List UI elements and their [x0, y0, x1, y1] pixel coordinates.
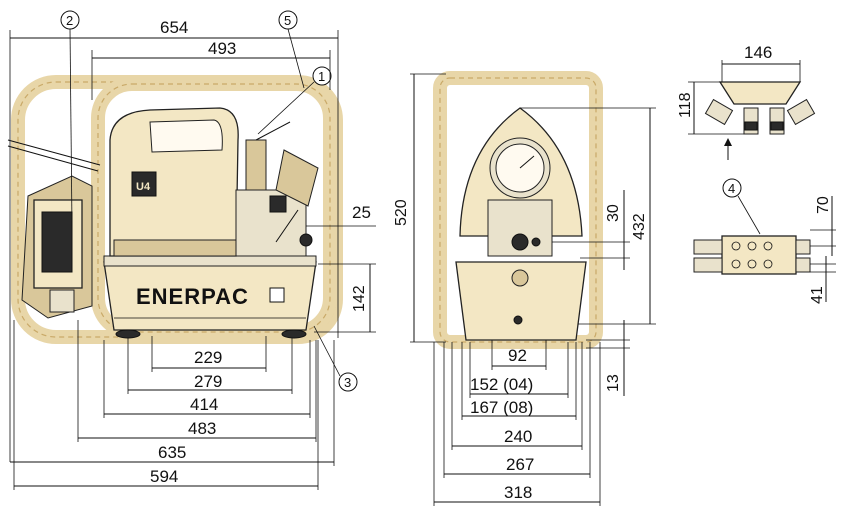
foot-left: [115, 329, 141, 339]
dim-594: 594: [13, 320, 319, 490]
svg-text:13: 13: [605, 374, 622, 392]
dim-146: 146: [721, 43, 801, 82]
svg-text:70: 70: [815, 196, 832, 214]
dim-493: 493: [91, 39, 331, 100]
svg-text:1: 1: [318, 69, 325, 84]
svg-text:92: 92: [508, 346, 527, 365]
svg-text:146: 146: [744, 43, 772, 62]
callout-1: 1: [257, 66, 332, 135]
dim-520: 520: [393, 73, 446, 343]
svg-text:520: 520: [393, 199, 410, 226]
callout-5: 5: [278, 10, 305, 89]
valve-assembly: [235, 121, 319, 257]
callout-2: 2: [60, 10, 80, 227]
svg-text:594: 594: [150, 467, 178, 486]
dim-432: 432: [520, 107, 656, 325]
svg-text:414: 414: [190, 395, 218, 414]
dim-13: 13: [586, 320, 630, 396]
svg-text:432: 432: [631, 213, 648, 240]
manifold-block: [693, 235, 811, 275]
svg-text:118: 118: [677, 92, 694, 118]
dim-635: 635: [10, 340, 335, 466]
dim-240: 240: [451, 342, 583, 450]
svg-text:654: 654: [160, 18, 188, 37]
svg-text:229: 229: [194, 348, 222, 367]
callout-3: 3: [313, 325, 358, 392]
svg-text:2: 2: [66, 13, 73, 28]
dim-267: 267: [443, 342, 591, 478]
svg-text:167 (08): 167 (08): [470, 398, 533, 417]
svg-text:152 (04): 152 (04): [470, 375, 533, 394]
reservoir-tank: [103, 255, 317, 331]
side-view: ENERPAC U4 2: [7, 10, 376, 490]
svg-text:318: 318: [504, 483, 532, 502]
motor-housing: U4: [109, 107, 239, 257]
handle-bar: [7, 139, 101, 166]
dim-142: 142: [314, 263, 376, 333]
dim-229: 229: [151, 336, 267, 372]
callout-4: 4: [722, 138, 761, 235]
svg-text:30: 30: [605, 204, 622, 222]
svg-text:25: 25: [352, 203, 371, 222]
svg-text:240: 240: [504, 427, 532, 446]
svg-text:279: 279: [194, 372, 222, 391]
svg-text:483: 483: [188, 419, 216, 438]
dim-414: 414: [103, 340, 311, 418]
dim-30: 30: [552, 190, 630, 270]
dim-167: 167 (08): [461, 342, 577, 420]
svg-text:41: 41: [809, 286, 826, 304]
pendant-box: [21, 175, 93, 319]
manifold-view: 146 118 4: [677, 43, 836, 304]
front-reservoir: [455, 261, 587, 341]
dim-483: 483: [77, 320, 317, 442]
dim-318: 318: [433, 342, 601, 506]
svg-text:142: 142: [351, 285, 368, 312]
lock-icon: [269, 287, 285, 303]
dim-70: 70: [810, 196, 836, 256]
foot-right: [281, 329, 307, 339]
svg-text:635: 635: [158, 443, 186, 462]
front-view: 520 432 30 13 92: [393, 71, 656, 506]
brand-logo: ENERPAC: [136, 284, 249, 309]
svg-text:493: 493: [208, 39, 236, 58]
model-badge: U4: [136, 181, 151, 193]
svg-text:267: 267: [506, 455, 534, 474]
dim-25: 25: [306, 203, 376, 227]
dim-152: 152 (04): [469, 342, 569, 398]
dim-41: 41: [809, 256, 836, 304]
dim-654: 654: [9, 18, 339, 462]
dim-118: 118: [677, 81, 744, 135]
dim-279: 279: [127, 338, 293, 394]
svg-text:4: 4: [728, 181, 735, 196]
svg-text:3: 3: [344, 375, 351, 390]
manifold-top-body: [718, 81, 802, 105]
svg-text:5: 5: [284, 13, 291, 28]
dim-92: 92: [491, 340, 547, 370]
